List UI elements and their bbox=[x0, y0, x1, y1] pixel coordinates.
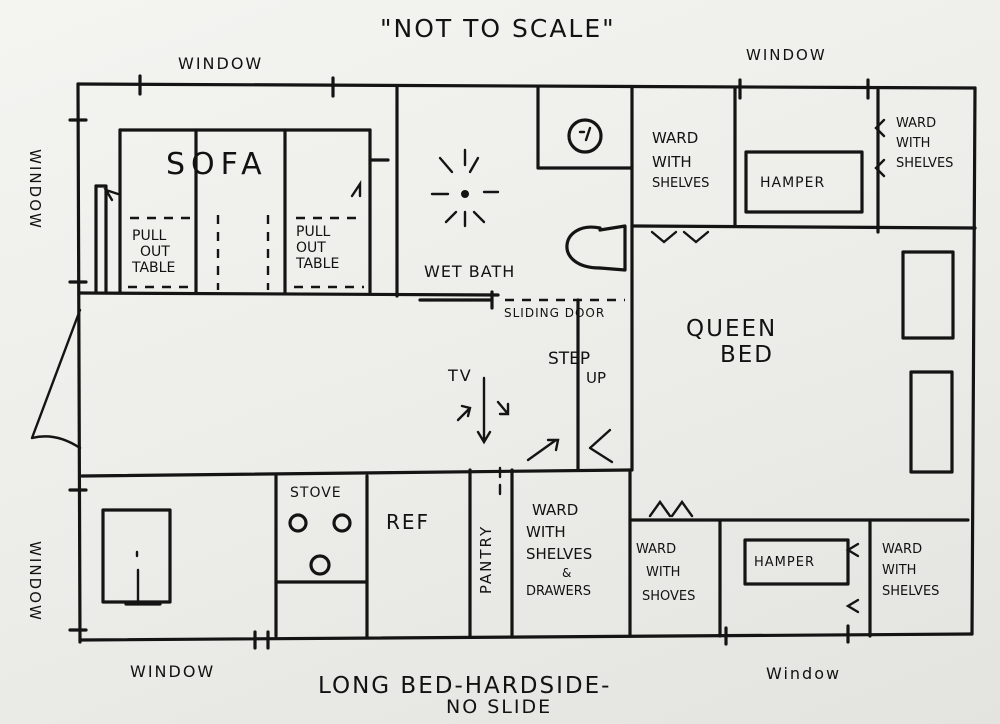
window-label-bottom-right: Window bbox=[766, 664, 842, 683]
step-arrow-left bbox=[526, 438, 560, 462]
window-label-bottom-left: WINDOW bbox=[130, 662, 216, 681]
wet-bath bbox=[395, 84, 634, 472]
ward-shoves-lower: WARD WITH SHOVES bbox=[636, 542, 696, 604]
bottom-label-long-bed: LONG BED-HARDSIDE- bbox=[318, 673, 612, 699]
tv-label: TV bbox=[448, 366, 473, 385]
window-label-left-upper: WINDOW bbox=[25, 149, 44, 230]
sofa-label: SOFA bbox=[166, 147, 268, 182]
ref-label: REF bbox=[386, 510, 431, 534]
ward-shelves-drawers: WARD WITH SHELVES & DRAWERS bbox=[526, 501, 593, 599]
step-up-label: STEP UP bbox=[548, 349, 607, 387]
ward-shelves-upper-right: WARD WITH SHELVES bbox=[896, 116, 954, 172]
step-arrow-right bbox=[588, 428, 614, 464]
stove-label: STOVE bbox=[290, 485, 342, 501]
window-label-left-lower: WINDOW bbox=[25, 541, 44, 622]
bottom-label-no-slide: NO SLIDE bbox=[446, 696, 553, 718]
entry-door-swing bbox=[30, 308, 82, 450]
window-ticks bbox=[68, 74, 870, 650]
ward-shelves-lower-right: WARD WITH SHELVES bbox=[882, 542, 940, 599]
ward-shelves-upper-middle: WARD WITH SHELVES bbox=[652, 129, 710, 191]
hamper-lower-label: HAMPER bbox=[754, 555, 815, 570]
tv-arrows bbox=[456, 376, 510, 502]
wet-bath-label: WET BATH bbox=[424, 262, 516, 281]
window-label-top-right: WINDOW bbox=[746, 46, 827, 64]
pantry-label: PANTRY bbox=[477, 524, 496, 595]
title-not-to-scale: "NOT TO SCALE" bbox=[380, 14, 616, 43]
kitchen bbox=[101, 468, 970, 638]
outer-walls bbox=[76, 82, 977, 644]
left-wall bbox=[76, 82, 82, 644]
hamper-upper-label: HAMPER bbox=[760, 175, 826, 191]
right-wall bbox=[970, 86, 977, 636]
top-wall bbox=[76, 82, 977, 90]
upper-divider bbox=[78, 291, 500, 297]
pull-out-table-left: PULL OUT TABLE bbox=[132, 228, 176, 277]
bedroom-upper bbox=[630, 86, 977, 474]
sofa-area bbox=[94, 128, 390, 294]
bottom-wall bbox=[78, 632, 974, 642]
pull-out-table-right: PULL OUT TABLE bbox=[296, 224, 340, 273]
window-label-top-left: WINDOW bbox=[178, 54, 264, 73]
lower-divider bbox=[80, 468, 632, 478]
queen-bed-label: QUEEN BED bbox=[686, 316, 778, 369]
sliding-door-label: SLIDING DOOR bbox=[504, 306, 606, 320]
